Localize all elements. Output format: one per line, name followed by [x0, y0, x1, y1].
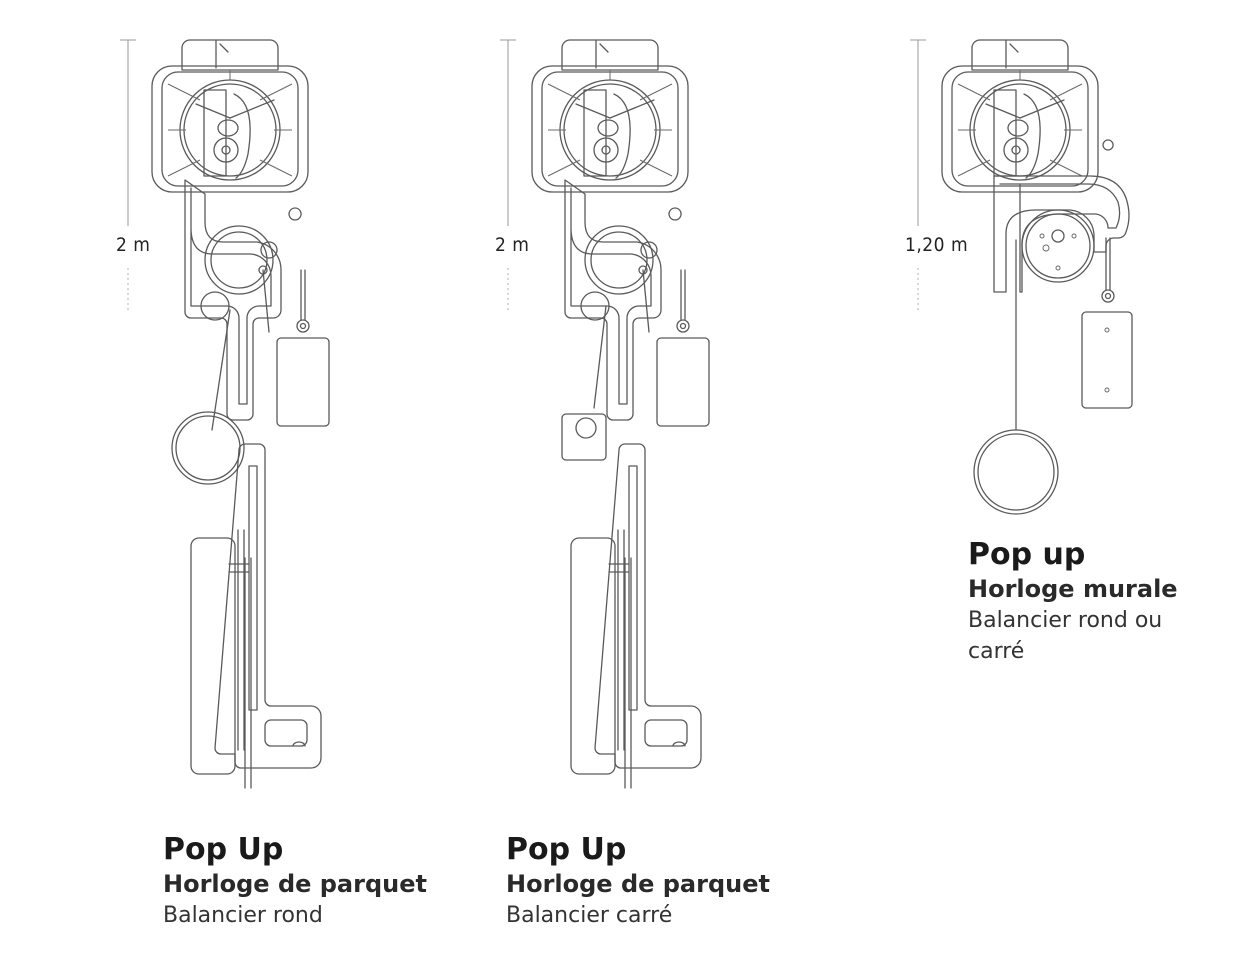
height-label-2: 2 m: [495, 234, 530, 256]
caption-floor-clock-square: Pop Up Horloge de parquet Balancier carr…: [506, 832, 770, 931]
wall-clock-wheel: [1021, 209, 1095, 283]
caption-wall-clock: Pop up Horloge murale Balancier rond ou …: [968, 537, 1178, 667]
floor-clock-square-pendulum: [531, 39, 710, 789]
pendulum-description: Balancier carré: [506, 903, 673, 928]
product-subtitle: Horloge de parquet: [163, 870, 427, 898]
height-scale-1: [120, 39, 136, 310]
height-label-1: 2 m: [116, 234, 151, 256]
height-label-3: 1,20 m: [905, 234, 969, 256]
pendulum-description: Balancier rond: [163, 903, 323, 928]
product-title: Pop Up: [506, 832, 627, 867]
pendulum-description-line-2: carré: [968, 639, 1025, 664]
product-subtitle: Horloge murale: [968, 575, 1178, 603]
height-scale-3: [910, 39, 926, 310]
product-title: Pop Up: [163, 832, 284, 867]
square-pendulum: [561, 413, 607, 461]
product-subtitle: Horloge de parquet: [506, 870, 770, 898]
height-scale-2: [500, 39, 516, 310]
floor-clock-round-pendulum: [151, 39, 330, 789]
caption-floor-clock-round: Pop Up Horloge de parquet Balancier rond: [163, 832, 427, 931]
round-pendulum: [171, 411, 245, 485]
product-title: Pop up: [968, 537, 1086, 572]
wall-round-pendulum: [973, 429, 1059, 515]
pendulum-description-line-1: Balancier rond ou: [968, 608, 1163, 633]
wall-clock: [941, 39, 1133, 515]
